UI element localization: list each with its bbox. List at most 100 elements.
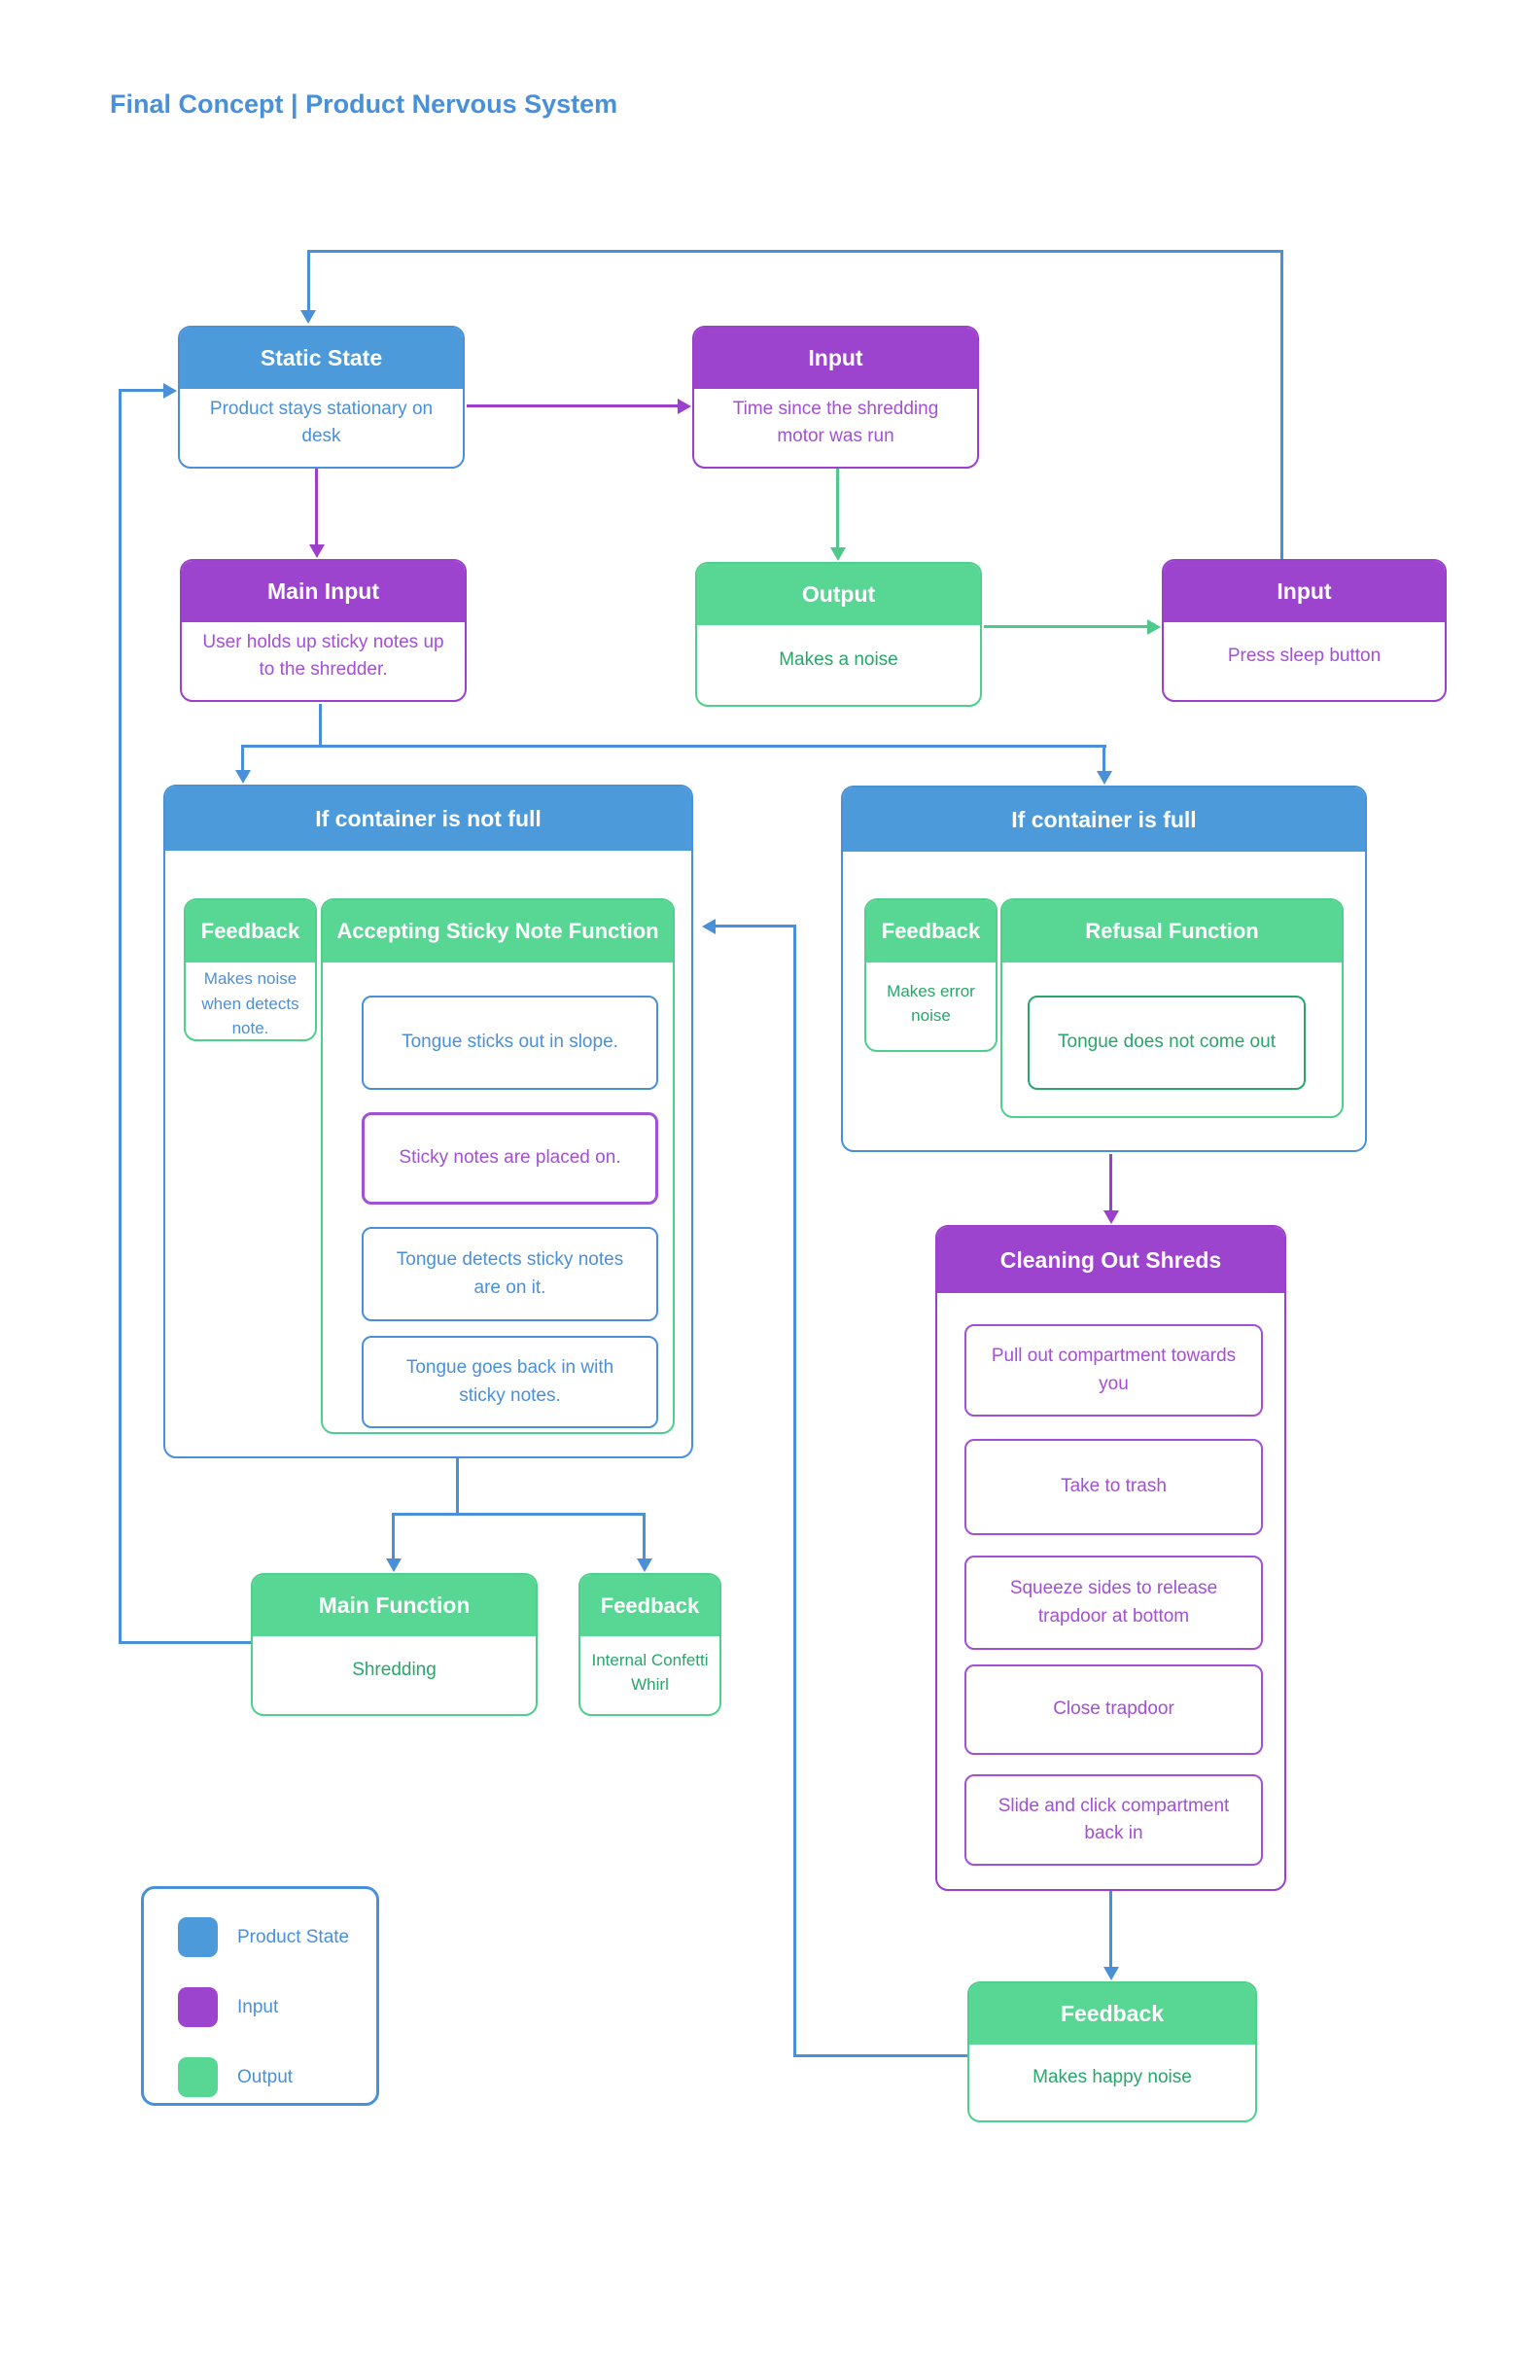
- node-output-noise-header: Output: [697, 564, 980, 625]
- node-main-input-body: User holds up sticky notes up to the shr…: [202, 631, 444, 681]
- node-feedback-confetti: Feedback Internal Confetti Whirl: [578, 1573, 721, 1716]
- container-cleaning: Cleaning Out Shreds Pull out compartment…: [935, 1225, 1286, 1891]
- arrowhead-into-full: [1097, 771, 1112, 785]
- node-output-noise: Output Makes a noise: [695, 562, 982, 707]
- container-full-header: If container is full: [843, 788, 1365, 852]
- node-main-function: Main Function Shredding: [251, 1573, 538, 1716]
- arrowhead-into-output: [830, 547, 846, 561]
- cleaning-step-3: Squeeze sides to release trapdoor at bot…: [964, 1556, 1263, 1650]
- node-feedback-note: Feedback Makes noise when detects note.: [184, 898, 317, 1041]
- node-input-sleep-header: Input: [1164, 561, 1445, 622]
- node-feedback-confetti-body: Internal Confetti Whirl: [591, 1650, 709, 1695]
- node-static-state-header: Static State: [180, 328, 463, 389]
- legend-swatch-product-state: [178, 1917, 218, 1957]
- edge-mainfn-to-static-h-top: [119, 389, 164, 392]
- arrowhead-into-cleaning: [1103, 1210, 1119, 1224]
- edge-sleep-to-static-v-right: [1280, 250, 1283, 559]
- cleaning-step-5: Slide and click compartment back in: [964, 1774, 1263, 1866]
- node-main-function-body: Shredding: [352, 1659, 437, 1680]
- container-cleaning-header: Cleaning Out Shreds: [937, 1227, 1284, 1293]
- node-main-input-header: Main Input: [182, 561, 465, 622]
- node-output-noise-body: Makes a noise: [779, 648, 898, 670]
- edge-output-to-inputsleep: [984, 625, 1148, 628]
- container-cleaning-body: Pull out compartment towards you Take to…: [937, 1293, 1284, 1889]
- node-input-time-header: Input: [694, 328, 977, 389]
- node-feedback-error: Feedback Makes error noise: [864, 898, 998, 1052]
- edge-split-to-confetti-v: [643, 1513, 646, 1559]
- arrowhead-into-inputsleep: [1147, 619, 1161, 635]
- node-refusal-function: Refusal Function Tongue does not come ou…: [1000, 898, 1344, 1118]
- legend-row-output: Output: [178, 2057, 293, 2097]
- arrowhead-into-static-left: [163, 383, 177, 399]
- node-feedback-error-body: Makes error noise: [887, 981, 975, 1026]
- arrowhead-into-notfull: [235, 770, 251, 784]
- node-accepting-function-body: Tongue sticks out in slope. Sticky notes…: [323, 962, 673, 1432]
- cleaning-step-2: Take to trash: [964, 1439, 1263, 1535]
- edge-mainfn-to-static-v: [119, 391, 122, 1643]
- node-feedback-confetti-header: Feedback: [580, 1575, 719, 1636]
- node-static-state-body: Product stays stationary on desk: [209, 398, 434, 447]
- legend-row-input: Input: [178, 1987, 278, 2027]
- cleaning-step-4: Close trapdoor: [964, 1664, 1263, 1755]
- edge-split-to-notfull-v: [241, 745, 244, 771]
- edge-full-to-cleaning: [1109, 1154, 1112, 1211]
- refusal-step-1: Tongue does not come out: [1028, 996, 1306, 1090]
- legend-swatch-input: [178, 1987, 218, 2027]
- legend: Product State Input Output: [141, 1886, 379, 2106]
- node-refusal-function-body: Tongue does not come out: [1002, 962, 1342, 1116]
- edge-sleep-to-static-v-left: [307, 250, 310, 311]
- edge-notfull-split-h: [392, 1513, 646, 1516]
- arrowhead-into-happy: [1103, 1967, 1119, 1980]
- edge-mainfn-to-static-h-bottom: [119, 1641, 251, 1644]
- node-feedback-happy-header: Feedback: [969, 1983, 1255, 2045]
- edge-maininput-split-stub: [319, 704, 322, 747]
- arrowhead-into-inputtime: [678, 399, 691, 414]
- edge-cleaning-to-happy: [1109, 1891, 1112, 1968]
- node-feedback-error-header: Feedback: [866, 900, 996, 962]
- node-accepting-function: Accepting Sticky Note Function Tongue st…: [321, 898, 675, 1434]
- page-title: Final Concept | Product Nervous System: [110, 89, 618, 119]
- node-input-time-body: Time since the shredding motor was run: [732, 398, 939, 447]
- accepting-step-4: Tongue goes back in with sticky notes.: [362, 1336, 658, 1428]
- arrowhead-into-maininput: [309, 544, 325, 558]
- accepting-step-1: Tongue sticks out in slope.: [362, 996, 658, 1090]
- edge-notfull-split-stub: [456, 1458, 459, 1515]
- edge-static-to-inputtime: [467, 404, 679, 407]
- node-input-sleep: Input Press sleep button: [1162, 559, 1447, 702]
- container-not-full-header: If container is not full: [165, 787, 691, 851]
- node-input-time: Input Time since the shredding motor was…: [692, 326, 979, 469]
- legend-swatch-output: [178, 2057, 218, 2097]
- legend-row-product-state: Product State: [178, 1917, 349, 1957]
- edge-inputtime-to-output: [836, 469, 839, 548]
- legend-label-output: Output: [237, 2066, 294, 2087]
- node-feedback-note-header: Feedback: [186, 900, 315, 962]
- node-feedback-happy-body: Makes happy noise: [1032, 2066, 1192, 2087]
- node-static-state: Static State Product stays stationary on…: [178, 326, 465, 469]
- legend-label-input: Input: [237, 1996, 279, 2017]
- accepting-step-2: Sticky notes are placed on.: [362, 1112, 658, 1205]
- edge-happy-loop-h-bottom: [793, 2054, 967, 2057]
- arrowhead-into-confetti: [637, 1558, 652, 1572]
- container-full-body: Feedback Makes error noise Refusal Funct…: [843, 852, 1365, 1150]
- node-refusal-function-header: Refusal Function: [1002, 900, 1342, 962]
- edge-sleep-to-static-h: [308, 250, 1283, 253]
- edge-static-to-maininput: [315, 469, 318, 545]
- node-feedback-happy: Feedback Makes happy noise: [967, 1981, 1257, 2122]
- arrowhead-into-notfull-right: [702, 919, 716, 934]
- legend-label-product-state: Product State: [237, 1926, 350, 1947]
- edge-maininput-split-h: [241, 745, 1106, 748]
- cleaning-step-1: Pull out compartment towards you: [964, 1324, 1263, 1417]
- edge-happy-loop-v: [793, 925, 796, 2057]
- edge-happy-loop-h-top: [715, 925, 796, 928]
- node-main-function-header: Main Function: [253, 1575, 536, 1636]
- node-main-input: Main Input User holds up sticky notes up…: [180, 559, 467, 702]
- container-full: If container is full Feedback Makes erro…: [841, 786, 1367, 1152]
- node-feedback-note-body: Makes noise when detects note.: [201, 969, 299, 1037]
- node-accepting-function-header: Accepting Sticky Note Function: [323, 900, 673, 962]
- node-input-sleep-body: Press sleep button: [1227, 645, 1382, 666]
- edge-split-to-mainfn-v: [392, 1513, 395, 1559]
- arrowhead-into-mainfn: [386, 1558, 402, 1572]
- container-not-full-body: Feedback Makes noise when detects note. …: [165, 851, 691, 1456]
- accepting-step-3: Tongue detects sticky notes are on it.: [362, 1227, 658, 1321]
